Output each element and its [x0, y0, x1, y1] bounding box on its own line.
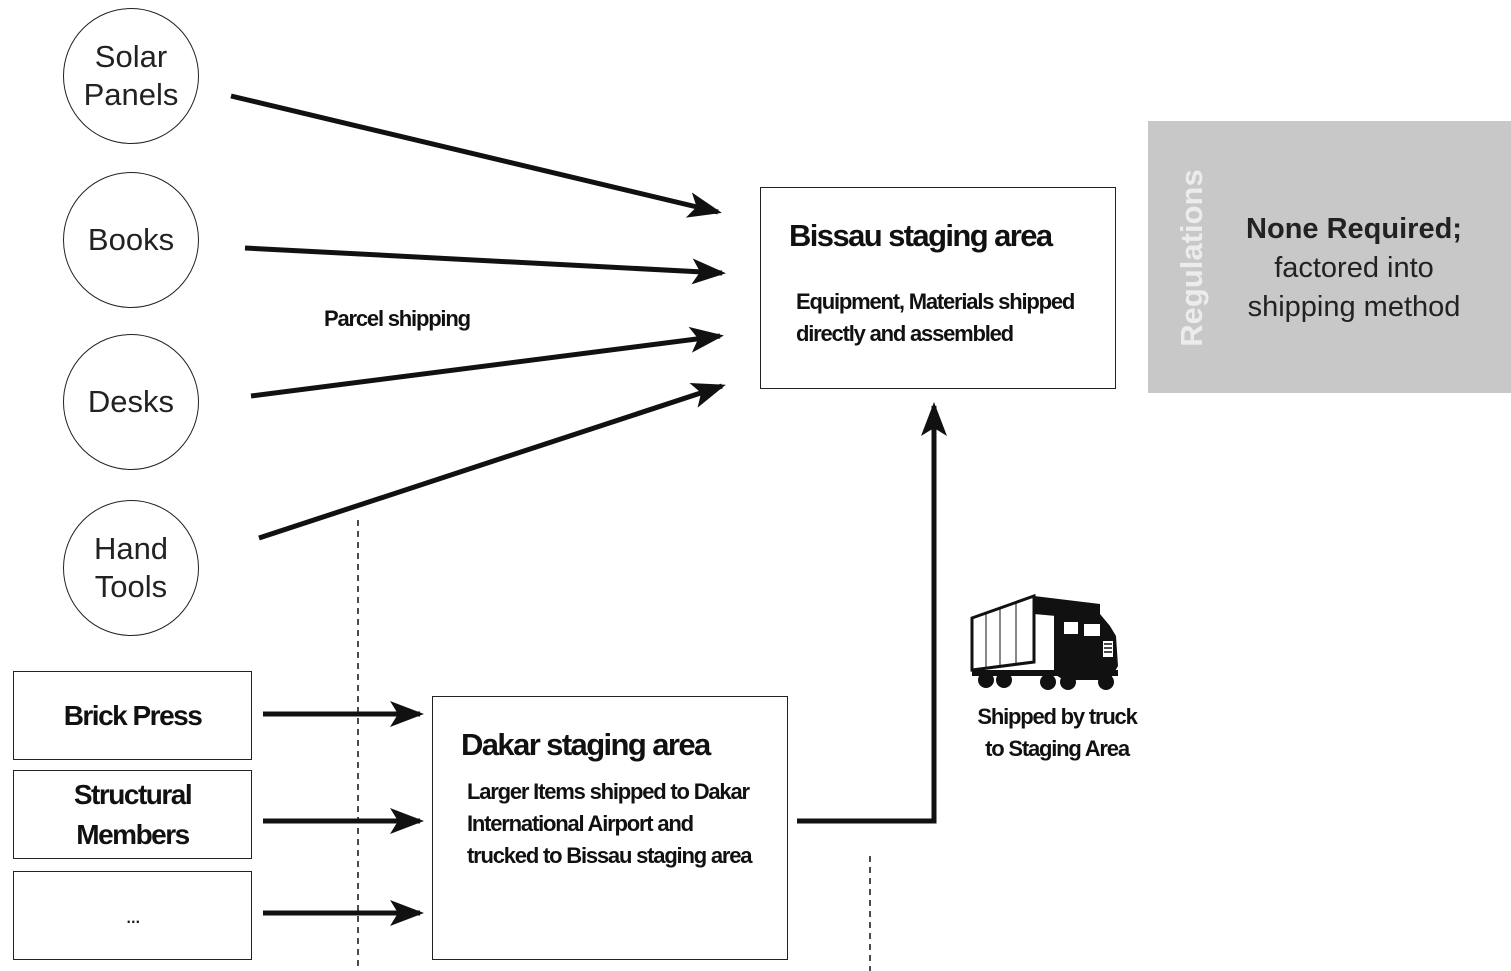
dakar-description: Larger Items shipped to Dakar Internatio…	[467, 779, 753, 868]
source-hand-tools: Hand Tools	[63, 500, 199, 636]
regulations-note: None Required; factored into shipping me…	[1228, 210, 1480, 327]
source-label: Desks	[87, 384, 175, 419]
bissau-description: Equipment, Materials shipped directly an…	[796, 289, 1075, 346]
arrow-books	[244, 245, 726, 285]
regulations-note-rest: factored into shipping method	[1247, 252, 1461, 323]
dakar-title: Dakar staging area	[461, 727, 711, 762]
regulations-note-bold: None Required;	[1246, 213, 1462, 245]
source-label: ...	[125, 902, 141, 928]
source-structural-members: Structural Members	[13, 770, 252, 859]
source-label: Structural Members	[73, 778, 193, 850]
regulations-panel	[1148, 121, 1511, 393]
source-label: Brick Press	[63, 699, 203, 731]
parcel-shipping-label: Parcel shipping	[324, 306, 471, 331]
source-brick-press: Brick Press	[13, 671, 252, 760]
source-label: Books	[87, 222, 175, 257]
truck-icon	[970, 593, 1118, 690]
bissau-title: Bissau staging area	[789, 218, 1053, 253]
source-label: Hand Tools	[93, 531, 169, 604]
arrow-solar-panels	[230, 93, 722, 218]
dakar-staging-box	[432, 696, 788, 960]
bissau-staging-box	[760, 187, 1116, 389]
arrow-desks	[250, 326, 724, 399]
arrow-hand-tools	[258, 383, 726, 541]
source-books: Books	[63, 172, 199, 308]
source-other: ...	[13, 871, 252, 960]
arrow-truck-route	[797, 402, 947, 824]
truck-label: Shipped by truck to Staging Area	[977, 704, 1137, 761]
source-label: Solar Panels	[83, 39, 179, 112]
source-desks: Desks	[63, 334, 199, 470]
source-solar-panels: Solar Panels	[63, 8, 199, 144]
